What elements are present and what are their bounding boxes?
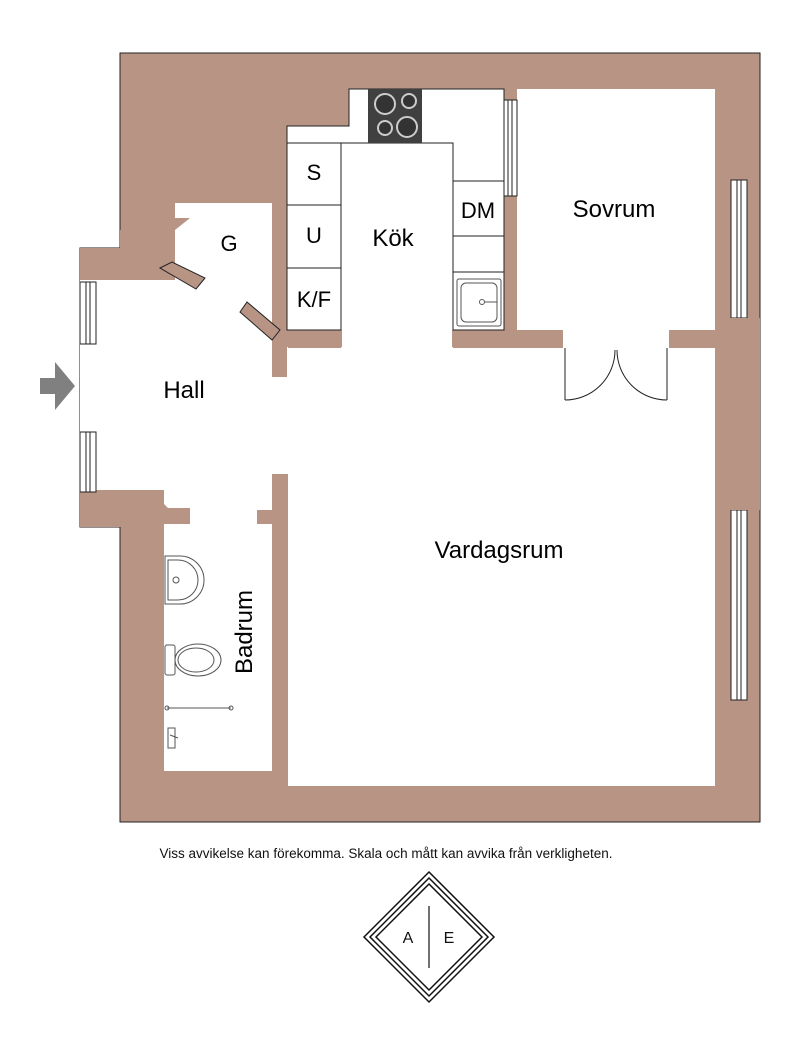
room-label-garderob: G xyxy=(220,231,237,256)
room-label-bedroom: Sovrum xyxy=(573,196,656,223)
room-label-living-room: Vardagsrum xyxy=(435,537,564,564)
agency-logo: A E xyxy=(362,870,496,1004)
cabinet-label-kf: K/F xyxy=(297,287,331,312)
cabinet-label-dm: DM xyxy=(461,198,495,223)
disclaimer-text: Viss avvikelse kan förekomma. Skala och … xyxy=(159,846,613,861)
window-left-bottom xyxy=(79,431,97,493)
wall-bathroom-right xyxy=(272,474,288,786)
hall-passage xyxy=(270,380,290,472)
window-right-top xyxy=(730,179,748,319)
toilet-icon xyxy=(164,643,222,677)
room-label-bathroom: Badrum xyxy=(231,590,258,674)
wall-bathroom-nib xyxy=(257,510,274,524)
wall-kitchen-bottom-left xyxy=(272,330,342,347)
interior-walls xyxy=(80,89,715,786)
cabinet-label-s: S xyxy=(307,160,322,185)
wall-hall-bottom xyxy=(80,490,190,527)
bathroom-sink-icon xyxy=(164,555,205,605)
hall-floor-b xyxy=(175,203,272,283)
window-right-bottom xyxy=(730,509,748,701)
bedroom-door-opening xyxy=(563,328,669,350)
logo-letter-right: E xyxy=(444,930,455,947)
wall-bedroom-bottom-right xyxy=(669,330,715,347)
wall-bedroom-bottom-left xyxy=(517,330,563,347)
wall-kitchen-left xyxy=(272,205,287,377)
wall-bathroom-bottom xyxy=(164,771,288,786)
wall-hall-top xyxy=(80,218,190,280)
living-room-floor xyxy=(287,348,715,786)
window-kitchen xyxy=(503,99,518,197)
room-label-kitchen: Kök xyxy=(372,225,414,252)
kitchen-floor-c xyxy=(341,325,453,350)
shower-icon xyxy=(164,705,234,749)
stove-icon xyxy=(368,89,422,143)
floor-plan: Hall G Kök Sovrum Vardagsrum Badrum S U … xyxy=(40,52,761,823)
window-left-top xyxy=(79,281,97,345)
bedroom-door xyxy=(564,348,668,401)
logo-letter-left: A xyxy=(403,930,414,947)
entrance-arrow-icon xyxy=(40,362,75,410)
kitchen-sink-icon xyxy=(456,278,502,327)
bedroom-floor xyxy=(517,89,715,330)
room-label-hall: Hall xyxy=(163,377,204,404)
hall-doors xyxy=(158,261,281,341)
cabinet-label-u: U xyxy=(306,223,322,248)
wall-kitchen-bottom-right xyxy=(452,330,518,347)
bathroom-floor xyxy=(164,488,272,771)
wall-right-piers xyxy=(715,318,760,510)
